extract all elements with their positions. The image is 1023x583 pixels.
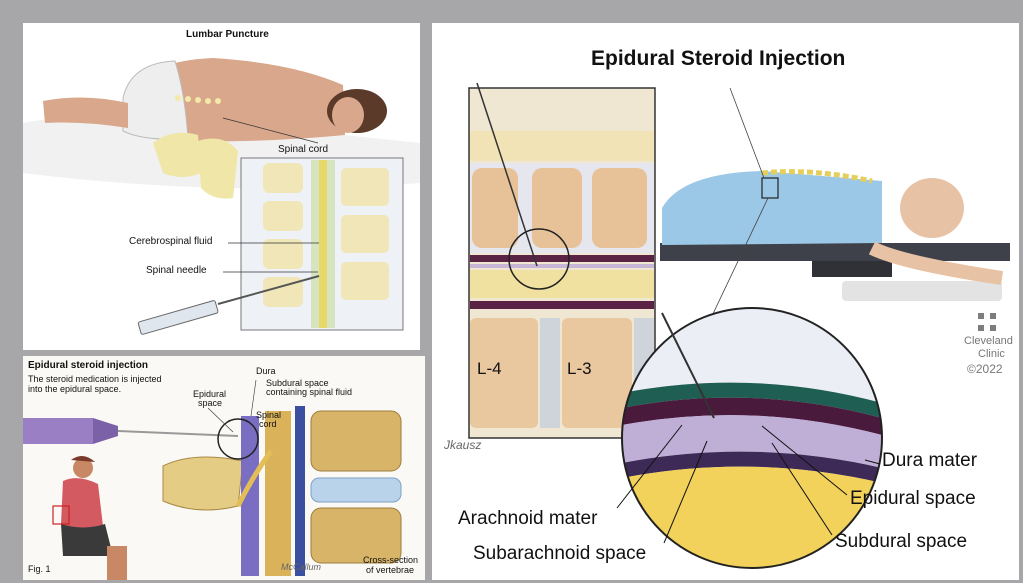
spinal-cord-column	[265, 411, 291, 576]
vertebra-label-l3: L-3	[567, 359, 592, 379]
clinic-copyright: ©2022	[967, 362, 1003, 376]
label-spinal-cord: Spinal cord	[278, 144, 328, 155]
fig-number: Fig. 1	[28, 564, 51, 574]
lumbar-puncture-illustration	[23, 23, 420, 350]
epidural-fig-title: Epidural steroid injection	[28, 360, 148, 371]
clinic-title: Epidural Steroid Injection	[591, 47, 845, 71]
clinic-fig-panel: Epidural Steroid Injection L-4 L-3 Dura …	[432, 23, 1019, 580]
label-dura-mater: Dura mater	[882, 450, 977, 472]
label-subarachnoid-space: Subarachnoid space	[473, 543, 646, 565]
label-arachnoid-mater: Arachnoid mater	[458, 508, 597, 530]
clinic-artist-signature: Jkausz	[444, 438, 481, 452]
clinic-logo-line2: Clinic	[978, 348, 1005, 360]
artist-signature: McCallum	[281, 562, 321, 572]
lumbar-puncture-panel: Lumbar Puncture Spinal cord Cerebrospina…	[23, 23, 420, 350]
magnified-layers	[622, 308, 882, 568]
patient-head	[332, 97, 364, 133]
exam-table	[660, 243, 1010, 261]
label-dura: Dura	[256, 366, 276, 376]
label-cross-section-2: of vertebrae	[366, 565, 414, 575]
label-cord-fig: cord	[259, 419, 277, 429]
label-epidural-2: space	[198, 398, 222, 408]
label-cross-section-1: Cross-section	[363, 555, 418, 565]
label-spinal-needle: Spinal needle	[146, 265, 207, 276]
clinic-patient-head	[900, 178, 964, 238]
spinal-cord-column	[319, 160, 327, 328]
label-csf: Cerebrospinal fluid	[129, 236, 212, 247]
clinic-logo-line1: Cleveland	[964, 335, 1013, 347]
table-arm-rest	[842, 281, 1002, 301]
epidural-fig-panel: Epidural steroid injection The steroid m…	[23, 356, 425, 580]
cleveland-clinic-cross-icon	[978, 313, 996, 331]
label-epidural-space: Epidural space	[850, 488, 976, 510]
epidural-caption-1: The steroid medication is injected	[28, 374, 162, 384]
clinic-patient-gown	[662, 171, 882, 245]
lumbar-puncture-title: Lumbar Puncture	[186, 29, 269, 40]
vertebra-right-column	[341, 168, 389, 300]
spine-inset	[469, 83, 655, 438]
left-vertebra	[163, 457, 243, 510]
glove-right	[198, 139, 238, 199]
purple-syringe	[23, 418, 238, 444]
label-subdural-space: Subdural space	[835, 531, 967, 553]
vertebra-label-l4: L-4	[477, 359, 502, 379]
zoom-line-1	[730, 88, 764, 178]
table-base	[812, 261, 892, 277]
posterior-dura	[295, 406, 305, 576]
epidural-caption-2: into the epidural space.	[28, 384, 121, 394]
label-subdural-2: containing spinal fluid	[266, 387, 352, 397]
cross-section-vertebrae	[311, 411, 401, 563]
patient-figure	[61, 456, 127, 580]
